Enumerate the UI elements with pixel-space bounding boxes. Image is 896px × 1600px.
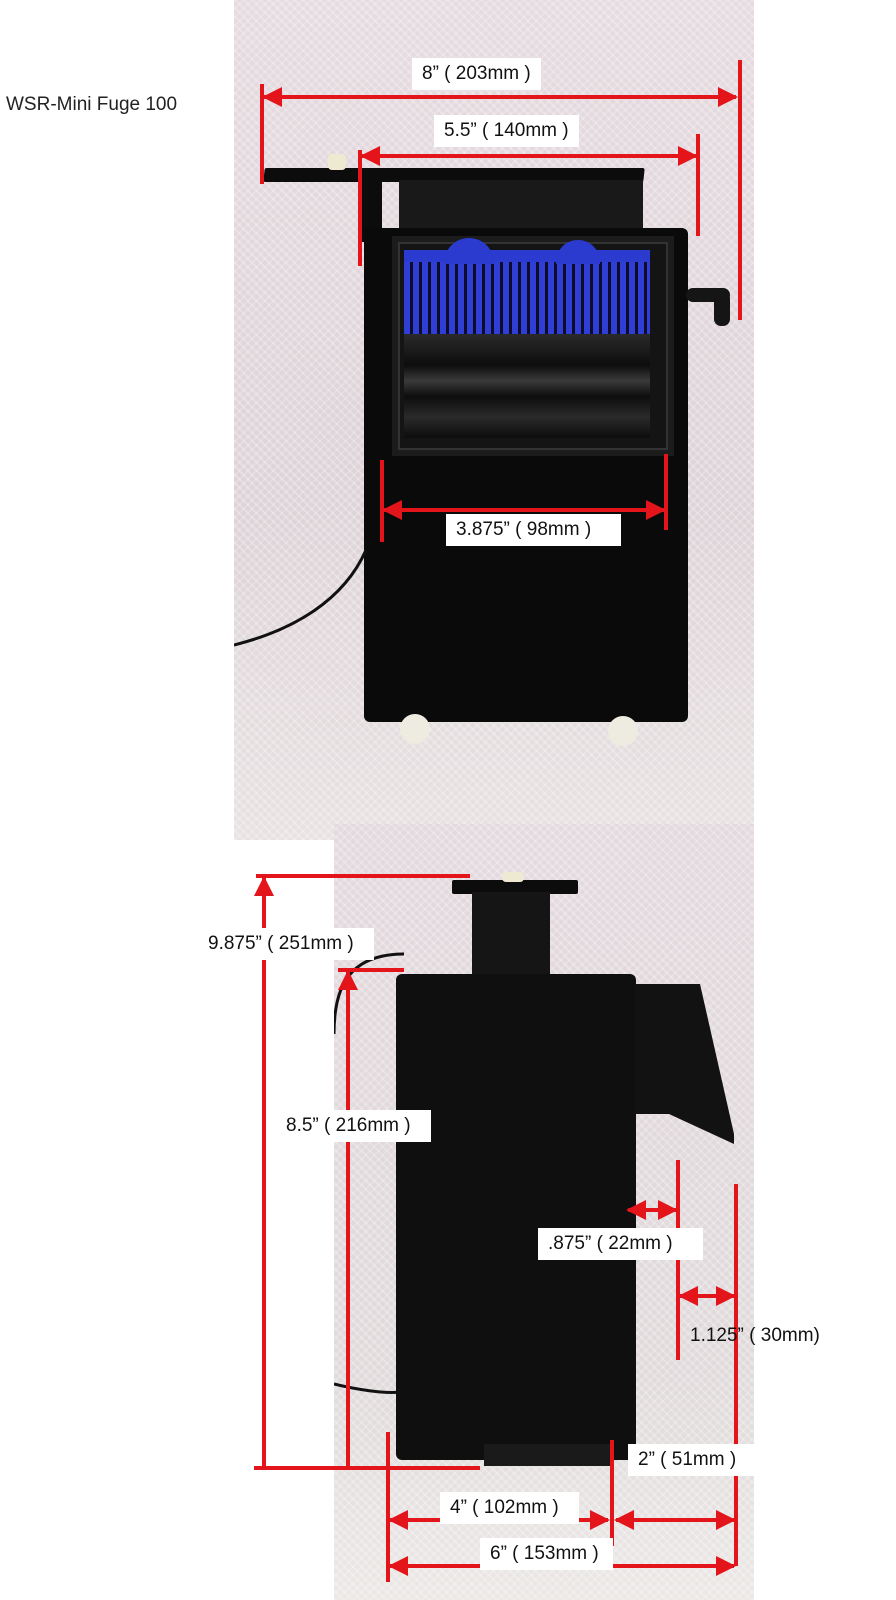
foot-left — [400, 714, 430, 744]
dim-label-opening-width: 3.875” ( 98mm ) — [446, 514, 622, 546]
dim-label-lip-offset: .875” ( 22mm ) — [538, 1228, 703, 1260]
glossy-ramp — [404, 334, 650, 438]
product-title: WSR-Mini Fuge 100 — [6, 94, 178, 115]
power-cord — [234, 549, 368, 647]
foot-right — [608, 716, 638, 746]
dim-label-overall-height: 9.875” ( 251mm ) — [198, 928, 374, 960]
plate-knob — [328, 154, 346, 170]
side-outlet-elbow — [714, 292, 730, 326]
dim-label-body-depth: 4” ( 102mm ) — [440, 1492, 579, 1524]
side-power-cord — [334, 952, 405, 1394]
blue-filter-basket — [404, 250, 650, 334]
side-base — [484, 1444, 614, 1466]
side-view-photo — [334, 824, 754, 1600]
dim-label-body-height: 8.5” ( 216mm ) — [276, 1110, 431, 1142]
bracket-top-plate — [452, 880, 578, 894]
dim-label-overhang: 2” ( 51mm ) — [628, 1444, 757, 1476]
dim-label-overall-depth: 6” ( 153mm ) — [480, 1538, 613, 1570]
dim-label-overall-width: 8” ( 203mm ) — [412, 58, 541, 90]
dim-label-lip-depth: 1.125” ( 30mm) — [690, 1325, 820, 1346]
side-body — [396, 974, 636, 1460]
bracket-post — [362, 182, 382, 242]
bracket-knob — [502, 872, 524, 882]
rear-box — [399, 180, 643, 230]
dim-label-body-width: 5.5” ( 140mm ) — [434, 115, 579, 147]
overflow-lip — [634, 984, 734, 1144]
